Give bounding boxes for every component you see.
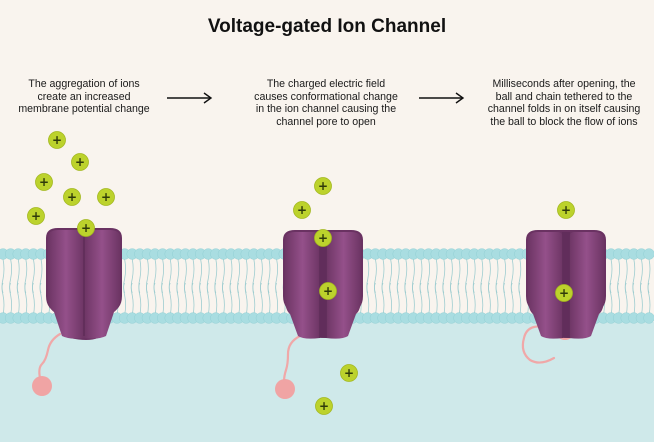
- ion: +: [293, 201, 311, 219]
- ion-charge-label: +: [101, 190, 111, 204]
- step-3-caption: Milliseconds after opening, the ball and…: [474, 78, 654, 128]
- ion: +: [555, 284, 573, 302]
- step-3-line-2: ball and chain tethered to the: [495, 90, 633, 103]
- step-2-line-1: The charged electric field: [266, 78, 386, 90]
- ion-charge-label: +: [323, 284, 333, 298]
- ion-charge-label: +: [81, 221, 91, 235]
- ion-charge-label: +: [39, 175, 49, 189]
- ion-charge-label: +: [318, 231, 328, 245]
- ion-charge-label: +: [52, 133, 62, 147]
- ion-charge-label: +: [67, 190, 77, 204]
- step-3-line-4: the ball to block the flow of ions: [490, 115, 638, 128]
- ion: +: [27, 207, 45, 225]
- ion-charge-label: +: [297, 203, 307, 217]
- ion: +: [315, 397, 333, 415]
- ion-charge-label: +: [75, 155, 85, 169]
- step-2-line-4: channel pore to open: [276, 115, 376, 128]
- ion: +: [557, 201, 575, 219]
- step-3-line-1: Milliseconds after opening, the: [492, 78, 636, 90]
- step-2-line-3: in the ion channel causing the: [255, 103, 397, 115]
- ion-charge-label: +: [31, 209, 41, 223]
- lipid-bilayer: [0, 248, 654, 324]
- tether-chain: [38, 332, 62, 380]
- ion: +: [97, 188, 115, 206]
- step-1-caption: The aggregation of ions create an increa…: [8, 78, 160, 116]
- ion-channel: [526, 230, 606, 339]
- ion: +: [35, 173, 53, 191]
- ion-charge-label: +: [319, 399, 329, 413]
- step-1-line-1: The aggregation of ions: [28, 78, 140, 90]
- ion-channel: [46, 228, 122, 340]
- ion: +: [314, 177, 332, 195]
- step-1-line-3: membrane potential change: [18, 103, 150, 115]
- ion: +: [71, 153, 89, 171]
- ion: +: [48, 131, 66, 149]
- ion: +: [314, 229, 332, 247]
- ion: +: [340, 364, 358, 382]
- tether-chain: [521, 325, 558, 364]
- ion: +: [63, 188, 81, 206]
- step-3-line-3: channel folds in on itself causing: [487, 103, 641, 115]
- intracellular-region: [0, 322, 654, 442]
- ion-channel: [283, 230, 363, 339]
- ion-charge-label: +: [318, 179, 328, 193]
- arrow-right-icon: [419, 92, 465, 104]
- arrow-right-icon: [167, 92, 213, 104]
- blocking-ball: [32, 376, 52, 396]
- blocking-ball: [275, 379, 295, 399]
- step-2-caption: The charged electric field causes confor…: [236, 78, 416, 128]
- step-1-line-2: create an increased: [37, 90, 131, 103]
- ion-charge-label: +: [561, 203, 571, 217]
- ion: +: [77, 219, 95, 237]
- tether-chain: [282, 334, 302, 384]
- ion-charge-label: +: [344, 366, 354, 380]
- ion-charge-label: +: [559, 286, 569, 300]
- blocking-ball: [555, 320, 575, 340]
- ion: +: [319, 282, 337, 300]
- diagram-title: Voltage-gated Ion Channel: [207, 16, 447, 37]
- step-2-line-2: causes conformational change: [254, 90, 398, 103]
